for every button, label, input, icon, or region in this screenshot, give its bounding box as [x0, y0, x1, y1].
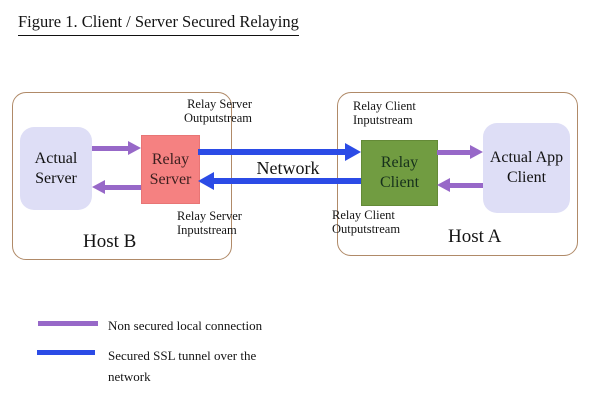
legend-nonsecured-line-swatch: [38, 321, 98, 326]
secured-arrow-client-to-server-head-icon: [198, 172, 214, 190]
nonsecured-arrow-app-to-relay-head-icon: [437, 178, 450, 192]
secured-arrow-client-to-server-line: [213, 178, 361, 184]
nonsecured-arrow-app-to-relay-line: [449, 183, 483, 188]
nonsecured-arrow-relay-to-server-head-icon: [92, 180, 105, 194]
relay-client-inputstream-label: Relay Client Inputstream: [353, 99, 416, 127]
secured-arrow-server-to-client-head-icon: [345, 143, 361, 161]
secured-arrow-server-to-client-line: [198, 149, 346, 155]
nonsecured-arrow-relay-to-server-line: [105, 185, 141, 190]
nonsecured-arrow-relay-to-app-head-icon: [470, 145, 483, 159]
relay-server-inputstream-label: Relay Server Inputstream: [177, 209, 242, 237]
nonsecured-arrow-server-to-relay-head-icon: [128, 141, 141, 155]
figure-title: Figure 1. Client / Server Secured Relayi…: [18, 12, 299, 36]
actual-server-node: Actual Server: [20, 127, 92, 210]
legend-secured-line-swatch: [37, 350, 95, 355]
relay-client-outputstream-label: Relay Client Outputstream: [332, 208, 401, 236]
legend-secured-label: Secured SSL tunnel over the network: [108, 348, 257, 384]
relay-server-node: Relay Server: [141, 135, 200, 204]
relay-client-node: Relay Client: [361, 140, 438, 206]
network-label: Network: [256, 158, 320, 178]
host-b-label: Host B: [83, 231, 137, 252]
legend-nonsecured-label: Non secured local connection: [108, 318, 263, 333]
nonsecured-arrow-server-to-relay-line: [92, 146, 129, 151]
host-a-label: Host A: [448, 226, 502, 247]
relay-server-outputstream-label: Relay Server Outputstream: [183, 97, 252, 125]
actual-app-client-node: Actual App Client: [483, 123, 570, 213]
nonsecured-arrow-relay-to-app-line: [437, 150, 471, 155]
